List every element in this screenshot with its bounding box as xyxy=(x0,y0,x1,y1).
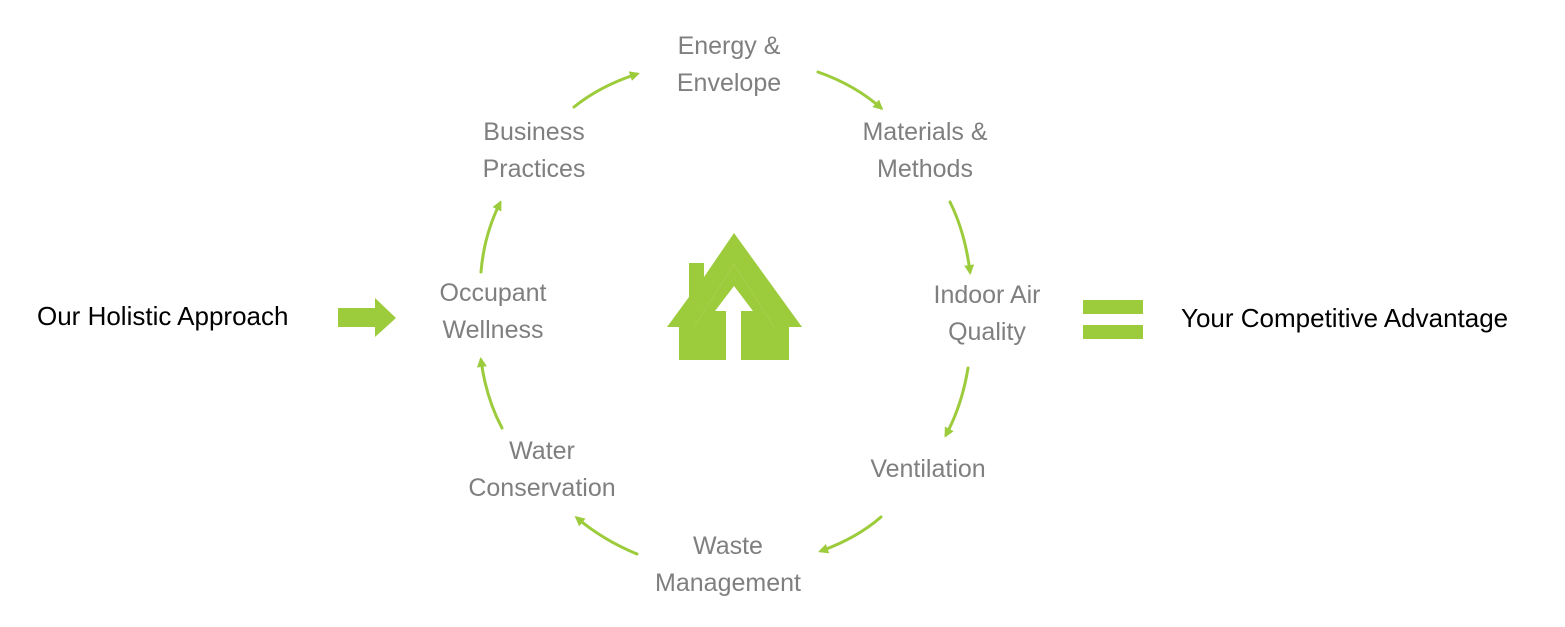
node-waste-management: Waste Management xyxy=(655,528,801,602)
node-line: Wellness xyxy=(442,316,544,344)
arrow-ventilation-to-waste xyxy=(818,515,883,554)
house-with-arrow-icon xyxy=(667,233,802,360)
node-line: Occupant xyxy=(439,279,547,307)
node-line: Materials & xyxy=(862,118,988,146)
arrow-business-to-energy xyxy=(572,71,640,109)
node-line: Energy & xyxy=(677,32,781,60)
node-line: Conservation xyxy=(468,474,616,502)
arrow-energy-to-materials xyxy=(816,70,884,110)
competitive-advantage-label: Your Competitive Advantage xyxy=(1181,303,1509,333)
arrow-water-to-occupant xyxy=(476,357,504,430)
holistic-approach-label: Our Holistic Approach xyxy=(37,301,289,331)
node-line: Indoor Air xyxy=(933,281,1041,309)
node-line: Water xyxy=(509,437,575,465)
node-ventilation: Ventilation xyxy=(870,451,985,488)
node-energy-envelope: Energy & Envelope xyxy=(677,28,781,102)
node-business-practices: Business Practices xyxy=(483,114,586,188)
right-arrow-icon xyxy=(338,298,396,337)
node-water-conservation: Water Conservation xyxy=(468,433,615,507)
node-line: Business xyxy=(483,118,585,146)
arrow-waste-to-water xyxy=(574,516,639,556)
node-occupant-wellness: Occupant Wellness xyxy=(439,275,546,349)
node-line: Practices xyxy=(482,155,586,183)
node-line: Ventilation xyxy=(870,455,986,483)
equals-icon xyxy=(1083,300,1143,339)
arrow-occupant-to-business xyxy=(479,200,502,274)
node-line: Methods xyxy=(877,155,973,183)
node-indoor-air-quality: Indoor Air Quality xyxy=(933,277,1040,351)
arrow-indoor-air-to-ventilation xyxy=(944,366,970,438)
cycle-arrows xyxy=(476,70,975,556)
node-line: Quality xyxy=(948,318,1026,346)
node-line: Waste xyxy=(693,532,763,560)
node-line: Management xyxy=(655,569,801,597)
node-materials-methods: Materials & Methods xyxy=(862,114,987,188)
arrow-materials-to-indoor-air xyxy=(948,200,975,275)
node-line: Envelope xyxy=(676,69,782,97)
